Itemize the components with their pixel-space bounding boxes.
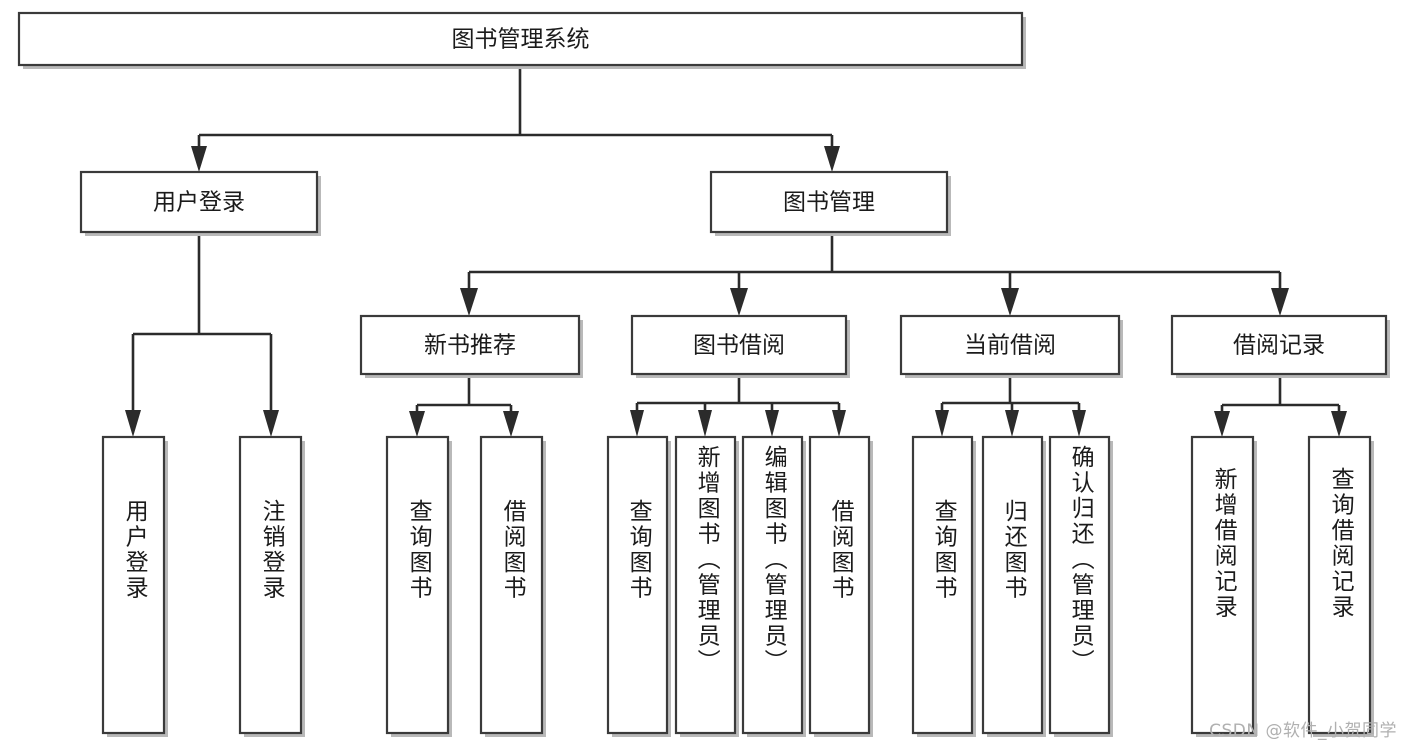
node-book-borrow[interactable]: 图书借阅 — [630, 314, 850, 378]
connector-bookborrow-to-leaves — [630, 374, 846, 437]
node-new-book-rec[interactable]: 新书推荐 — [359, 314, 583, 378]
node-borrow-record-label: 借阅记录 — [1233, 333, 1325, 359]
node-root-label: 图书管理系统 — [452, 27, 590, 53]
node-leaf-borrow-add-book[interactable] — [674, 435, 739, 737]
node-book-manage[interactable]: 图书管理 — [709, 170, 951, 236]
node-layer: 图书管理系统 用户登录 图书管理 新书推荐 图书 — [17, 11, 1390, 737]
connector-layer — [125, 65, 1347, 437]
node-leaf-user-logout[interactable] — [238, 435, 305, 737]
node-book-borrow-label: 图书借阅 — [693, 333, 785, 359]
connector-currentborrow-to-leaves — [935, 374, 1086, 437]
node-leaf-rec-query-book[interactable] — [385, 435, 452, 737]
node-leaf-cur-query-book[interactable] — [911, 435, 976, 737]
node-leaf-rec-add-record[interactable] — [1190, 435, 1257, 737]
node-new-book-rec-label: 新书推荐 — [424, 333, 516, 359]
node-user-login-label: 用户登录 — [153, 190, 245, 216]
connector-newbook-to-leaves — [409, 374, 519, 437]
node-leaf-borrow-query-book[interactable] — [606, 435, 671, 737]
node-leaf-cur-return-book[interactable] — [981, 435, 1046, 737]
node-user-login[interactable]: 用户登录 — [79, 170, 321, 236]
node-root[interactable]: 图书管理系统 — [17, 11, 1026, 69]
node-book-manage-label: 图书管理 — [783, 190, 875, 216]
node-current-borrow-label: 当前借阅 — [964, 333, 1056, 359]
node-leaf-cur-confirm-return[interactable] — [1048, 435, 1113, 737]
connector-borrowrecord-to-leaves — [1214, 374, 1347, 437]
connector-userlogin-to-leaves — [125, 232, 279, 437]
node-leaf-rec-query-record[interactable] — [1307, 435, 1374, 737]
node-leaf-borrow-borrow-book[interactable] — [808, 435, 873, 737]
watermark-text: CSDN @软件_小贺同学 — [1209, 721, 1397, 741]
node-leaf-user-login[interactable] — [101, 435, 168, 737]
node-current-borrow[interactable]: 当前借阅 — [899, 314, 1123, 378]
node-borrow-record[interactable]: 借阅记录 — [1170, 314, 1390, 378]
connector-bookmanage-to-level3 — [460, 232, 1289, 316]
node-leaf-borrow-edit-book[interactable] — [741, 435, 806, 737]
connector-root-to-level2 — [191, 65, 840, 172]
node-leaf-rec-borrow-book[interactable] — [479, 435, 546, 737]
